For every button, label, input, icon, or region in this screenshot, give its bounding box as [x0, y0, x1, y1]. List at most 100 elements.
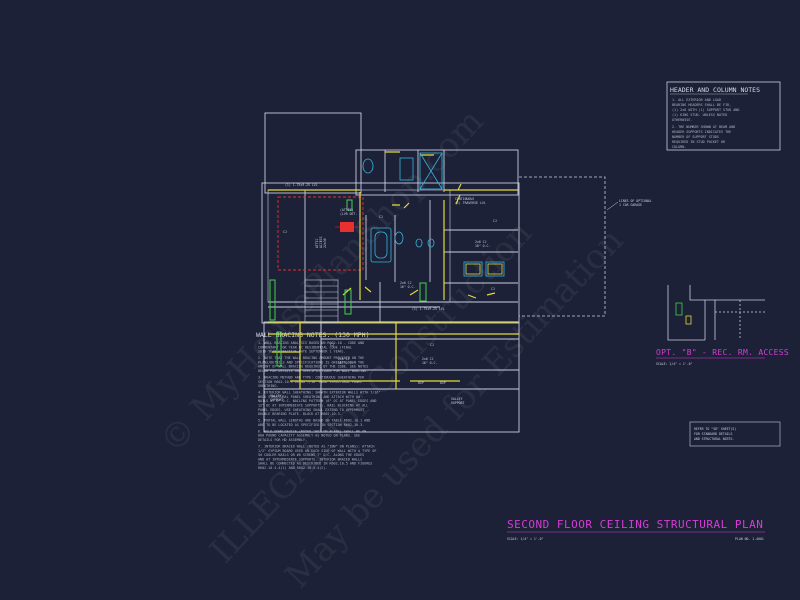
header-notes-title: HEADER AND COLUMN NOTES	[670, 86, 760, 94]
wall-note-line: 2. NOTE THAT THE WALL BRACING AMOUNT PRO…	[258, 356, 364, 360]
wall-note-line: 7. INTERIOR BRACED WALL (NOTED AS "IBW" …	[258, 445, 374, 449]
svg-text:DSP: DSP	[440, 381, 446, 385]
toilet-icon	[394, 231, 404, 245]
svg-text:CONTINUOUS: CONTINUOUS	[455, 197, 474, 201]
header-note-line: (1) 2x6 WITH (1) SUPPORT STUD AND	[672, 108, 739, 112]
header-column-notes: HEADER AND COLUMN NOTES 1. ALL EXTERIOR …	[666, 81, 781, 151]
svg-text:CJ: CJ	[379, 215, 383, 219]
wall-note-line: 800 POUND CAPACITY ASSEMBLY AS NOTED ON …	[258, 434, 360, 438]
wall-note-line: WOOD STRUCTURAL PANEL SHEATHING AND ATTA…	[258, 395, 360, 399]
svg-text:2x6 CJ: 2x6 CJ	[338, 357, 350, 361]
wall-note-line: 2018-YEAR EFFECTIVE DATE SEPTEMBER 1 YEA…	[258, 350, 346, 354]
header-note-line: HEADER SUPPORTS INDICATES THE	[672, 130, 731, 134]
wall-note-line: R602.10.5.4(1) AND R602.10.5.4(2).	[258, 466, 327, 470]
header-note-line: NUMBER OF SUPPORT STUDS	[672, 135, 719, 139]
svg-text:CJ: CJ	[491, 287, 495, 291]
plan-text: (1) 1.75x9.25 LVL (1) 1.75x9.25 LVL CONT…	[270, 183, 497, 405]
svg-text:1 CAR GARAGE: 1 CAR GARAGE	[619, 203, 642, 207]
svg-text:CJ: CJ	[430, 343, 434, 347]
plan-number: PLAN NO. 1-4001	[735, 537, 764, 541]
sink-icon	[427, 238, 435, 248]
opt-b-scale: SCALE: 1/4" = 1'-0"	[656, 362, 693, 366]
wall-note-line: 6. HOLD DOWN DEVICE (NOTED "HD" ON PLANS…	[258, 429, 366, 433]
svg-text:CJ: CJ	[493, 219, 497, 223]
svg-text:2x6 CJ: 2x6 CJ	[422, 357, 434, 361]
svg-text:LINES OF OPTIONAL: LINES OF OPTIONAL	[619, 199, 652, 203]
wall-note-line: 12" OC AT INTERMEDIATE SUPPORTS). NAIL B…	[258, 404, 368, 408]
svg-text:CJ: CJ	[330, 343, 334, 347]
wall-note-line: BELOW FOR DETAILS AND SPECIFICATIONS FOR…	[258, 369, 368, 373]
shower-icon	[419, 152, 443, 190]
bathtub-icon	[370, 227, 392, 263]
header-note-line: 1. ALL EXTERIOR AND LOAD	[672, 98, 721, 102]
fixtures	[362, 152, 505, 277]
svg-text:FOR STANDARD DETAILS: FOR STANDARD DETAILS	[694, 432, 732, 436]
svg-text:22x30: 22x30	[323, 238, 327, 248]
wall-note-line: PLANS/DETAILS AND SPECIFICATIONS IS GREA…	[258, 360, 364, 364]
header-note-line: BEARING HEADERS SHALL BE FIR,	[672, 103, 731, 107]
wall-note-line: SHEATHING.	[258, 384, 278, 388]
svg-text:DSP: DSP	[418, 381, 424, 385]
svg-text:CJ: CJ	[283, 230, 287, 234]
svg-text:16" O.C.: 16" O.C.	[422, 361, 437, 365]
header-note-line: OTHERWISE.	[672, 118, 692, 122]
opt-b-detail	[667, 285, 765, 341]
main-body-wall	[261, 182, 520, 324]
wall-note-line: NAILS AT 6" O.C. NAILING PATTERN (6" OC …	[258, 399, 376, 403]
wall-note-line: COMMENTARY FOR YEAR NC RESIDENTIAL CODE …	[258, 345, 352, 349]
upper-left-wall	[264, 112, 362, 194]
svg-text:AND STRUCTURAL NOTES.: AND STRUCTURAL NOTES.	[694, 437, 734, 441]
svg-text:(ATTIC): (ATTIC)	[340, 208, 354, 212]
header-note-line: 2. THE NUMBER SHOWN AT BEAM AND	[672, 125, 735, 129]
wall-note-line: 4. EXTERIOR WALL SHEATHING: SHEATH EXTER…	[258, 391, 380, 395]
braced-walls	[269, 199, 427, 367]
washer-icon	[463, 261, 483, 277]
optional-garage-outline	[519, 176, 606, 317]
plan-title: SECOND FLOOR CEILING STRUCTURAL PLAN	[507, 518, 763, 531]
sink-icon	[415, 238, 423, 248]
svg-text:VALLEY: VALLEY	[270, 394, 282, 398]
header-note-line: (1) KING STUD. UNLESS NOTED	[672, 113, 727, 117]
plan-scale: SCALE: 1/4" = 1'-0"	[507, 537, 544, 541]
wall-note-line: 5. PORTAL WALL LENGTHS ARE BASED ON TABL…	[258, 419, 370, 423]
wall-note-line: DOUBLE BEARING PLATE. BLOCK AT R602.10.3…	[258, 412, 342, 416]
wall-note-line: PANEL EDGES. USE SHEATHING SHALL EXTEND …	[258, 408, 364, 412]
wall-notes-title: WALL BRACING NOTES: (130 MPH)	[256, 331, 370, 339]
svg-text:16" O.C.: 16" O.C.	[400, 285, 415, 289]
wall-note-line: ARE TO BE LOCATED AS SPECIFIED IN SECTIO…	[258, 423, 364, 427]
svg-text:16" O.C.: 16" O.C.	[338, 361, 353, 365]
wall-note-line: SECTION R602.10.3 USING 7/16" WOOD STRUC…	[258, 380, 362, 384]
wall-note-line: AND AT INTERMEDIATE SUPPORTS. INTERIOR B…	[258, 457, 362, 461]
plan-title-block: SECOND FLOOR CEILING STRUCTURAL PLAN SCA…	[507, 518, 765, 541]
wall-bracing-notes: WALL BRACING NOTES: (130 MPH) 1. WALL BR…	[256, 331, 380, 470]
vanity-icon	[399, 157, 414, 181]
svg-text:REFER TO "SD" SHEET(S): REFER TO "SD" SHEET(S)	[694, 427, 736, 431]
svg-text:(LVR DET. ): (LVR DET. )	[340, 212, 361, 216]
svg-text:ATTIC: ATTIC	[315, 238, 319, 248]
opt-b-title: OPT. "B" - REC. RM. ACCESS	[656, 348, 789, 357]
svg-text:SUPPORT: SUPPORT	[270, 398, 284, 402]
wall-note-line: 3. BRACING METHOD AND TYPE: CONTINUOUS S…	[258, 376, 365, 380]
header-note-line: REQUIRED IN STUD POCKET OR	[672, 140, 726, 144]
svg-text:ACCESS: ACCESS	[319, 236, 323, 248]
wall-note-line: DETAILS FOR HD ASSEMBLY.	[258, 438, 307, 442]
optional-garage-label: LINES OF OPTIONAL 1 CAR GARAGE	[606, 199, 652, 211]
svg-text:16" O.C.: 16" O.C.	[475, 244, 490, 248]
wall-note-line: 5d COOLER NAILS OR #6 SCREWS 7" O.C. ALO…	[258, 453, 364, 457]
svg-text:2x6 CJ: 2x6 CJ	[400, 281, 412, 285]
svg-text:(1) 1.75x9.25 LVL: (1) 1.75x9.25 LVL	[412, 307, 445, 311]
refer-note: REFER TO "SD" SHEET(S) FOR STANDARD DETA…	[689, 421, 781, 447]
wall-note-line: 1/2" GYPSUM BOARD USED ON EACH SIDE OF W…	[258, 449, 376, 453]
wall-note-line: AMOUNT OF WALL BRACING REQUIRED BY THE C…	[258, 365, 368, 369]
stairs	[304, 279, 339, 323]
svg-text:(1) TRAVERSE LVL: (1) TRAVERSE LVL	[455, 201, 486, 205]
svg-text:VALLEY: VALLEY	[451, 397, 463, 401]
attic-zone	[277, 196, 364, 271]
header-note-line: COLUMN.	[672, 145, 686, 149]
toilet-icon	[362, 158, 374, 174]
dryer-icon	[485, 261, 505, 277]
wall-note-line: SHALL BE CONNECTED AS DESCRIBED IN R602.…	[258, 462, 372, 466]
svg-text:SUPPORT: SUPPORT	[451, 401, 465, 405]
